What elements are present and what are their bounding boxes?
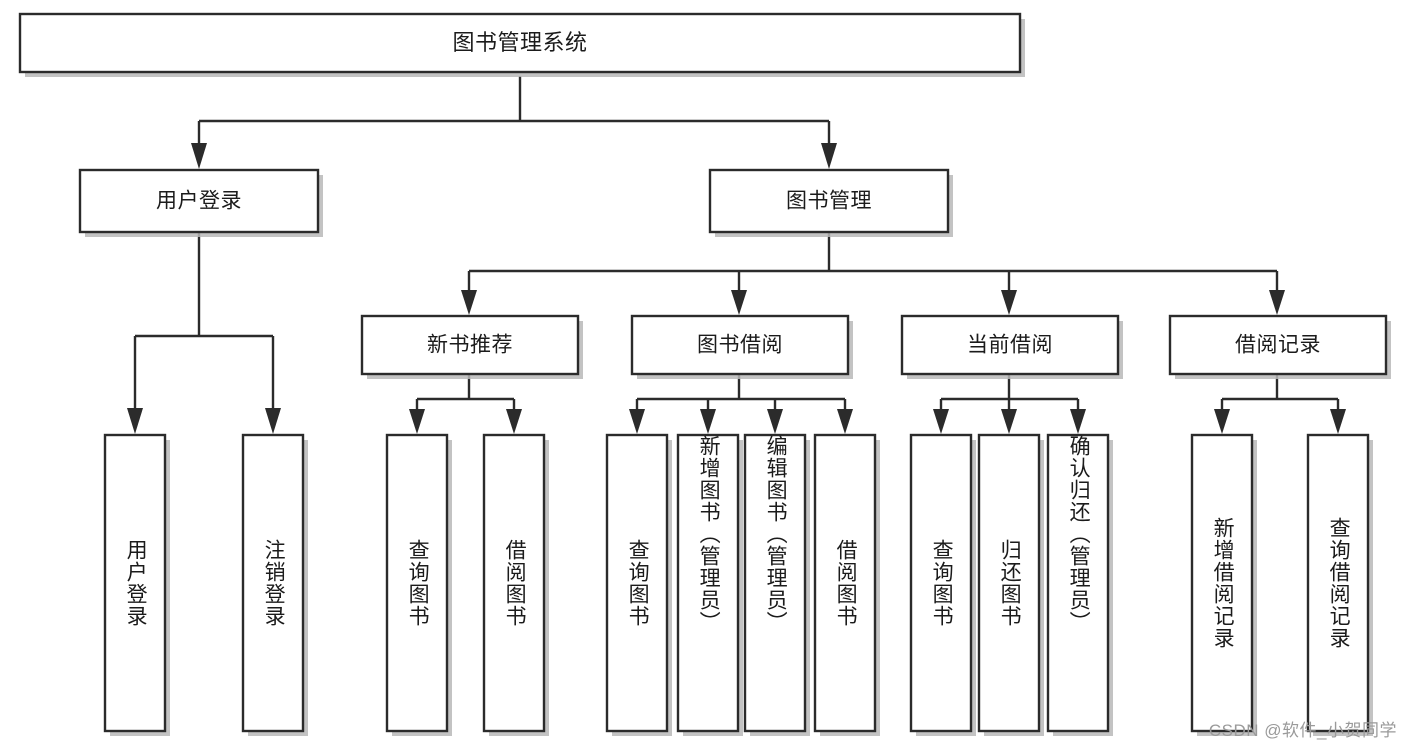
node-leaf-rec-borrow-box[interactable] xyxy=(482,433,546,733)
csdn-watermark: CSDN @软件_小贺同学 xyxy=(1208,721,1397,740)
node-new-book-rec-label: 新书推荐 xyxy=(427,334,513,357)
node-borrow-record-box[interactable] xyxy=(1168,314,1388,376)
arrowhead-leaf-add-record xyxy=(1214,409,1230,434)
arrowhead-borrow-record xyxy=(1269,290,1285,315)
node-leaf-user-login-box[interactable] xyxy=(103,433,167,733)
node-leaf-logout-box[interactable] xyxy=(241,433,305,733)
node-leaf-add-record-box[interactable] xyxy=(1190,433,1254,733)
arrowhead-leaf-rec-borrow xyxy=(506,409,522,434)
node-leaf-borrow-book-box[interactable] xyxy=(813,433,877,733)
node-book-borrow-box[interactable] xyxy=(630,314,850,376)
node-leaf-return-book-box[interactable] xyxy=(977,433,1041,733)
node-book-manage-box[interactable] xyxy=(708,168,950,234)
node-root-label: 图书管理系统 xyxy=(452,30,587,55)
node-root-box[interactable] xyxy=(18,12,1022,74)
arrowhead-leaf-borrow-book xyxy=(837,409,853,434)
node-leaf-rec-query-box[interactable] xyxy=(385,433,449,733)
arrowhead-leaf-add-book xyxy=(700,409,716,434)
arrowhead-leaf-edit-book xyxy=(767,409,783,434)
arrowhead-book-borrow xyxy=(731,290,747,315)
labels-layer: 图书管理系统 用户登录 图书管理 新书推荐 图书借阅 当前借阅 借阅记录 xyxy=(156,30,1321,357)
arrowhead-book-manage xyxy=(821,143,837,169)
arrowhead-leaf-rec-query xyxy=(409,409,425,434)
node-current-borrow-label: 当前借阅 xyxy=(967,334,1053,357)
boxes-layer xyxy=(18,12,1388,733)
node-leaf-borrow-query-box[interactable] xyxy=(605,433,669,733)
arrowhead-user-login xyxy=(191,143,207,169)
node-user-login-box[interactable] xyxy=(78,168,320,234)
arrowhead-leaf-user-login xyxy=(127,408,143,434)
arrowhead-leaf-logout xyxy=(265,408,281,434)
node-book-borrow-label: 图书借阅 xyxy=(697,334,783,357)
arrowhead-leaf-cur-query xyxy=(933,409,949,434)
node-leaf-query-record-box[interactable] xyxy=(1306,433,1370,733)
node-leaf-edit-book-box[interactable] xyxy=(743,433,807,733)
node-leaf-confirm-return-box[interactable] xyxy=(1046,433,1110,733)
edges-layer xyxy=(127,76,1346,434)
node-leaf-cur-query-box[interactable] xyxy=(909,433,973,733)
arrowhead-current-borrow xyxy=(1001,290,1017,315)
node-borrow-record-label: 借阅记录 xyxy=(1235,334,1321,357)
node-new-book-rec-box[interactable] xyxy=(360,314,580,376)
arrowhead-leaf-confirm-return xyxy=(1070,409,1086,434)
arrowhead-new-book-rec xyxy=(461,290,477,315)
arrowhead-leaf-borrow-query xyxy=(629,409,645,434)
node-user-login-label: 用户登录 xyxy=(156,190,242,213)
node-leaf-add-book-box[interactable] xyxy=(676,433,740,733)
node-current-borrow-box[interactable] xyxy=(900,314,1120,376)
node-book-manage-label: 图书管理 xyxy=(786,190,872,213)
arrowhead-leaf-return-book xyxy=(1001,409,1017,434)
arrowhead-leaf-query-record xyxy=(1330,409,1346,434)
